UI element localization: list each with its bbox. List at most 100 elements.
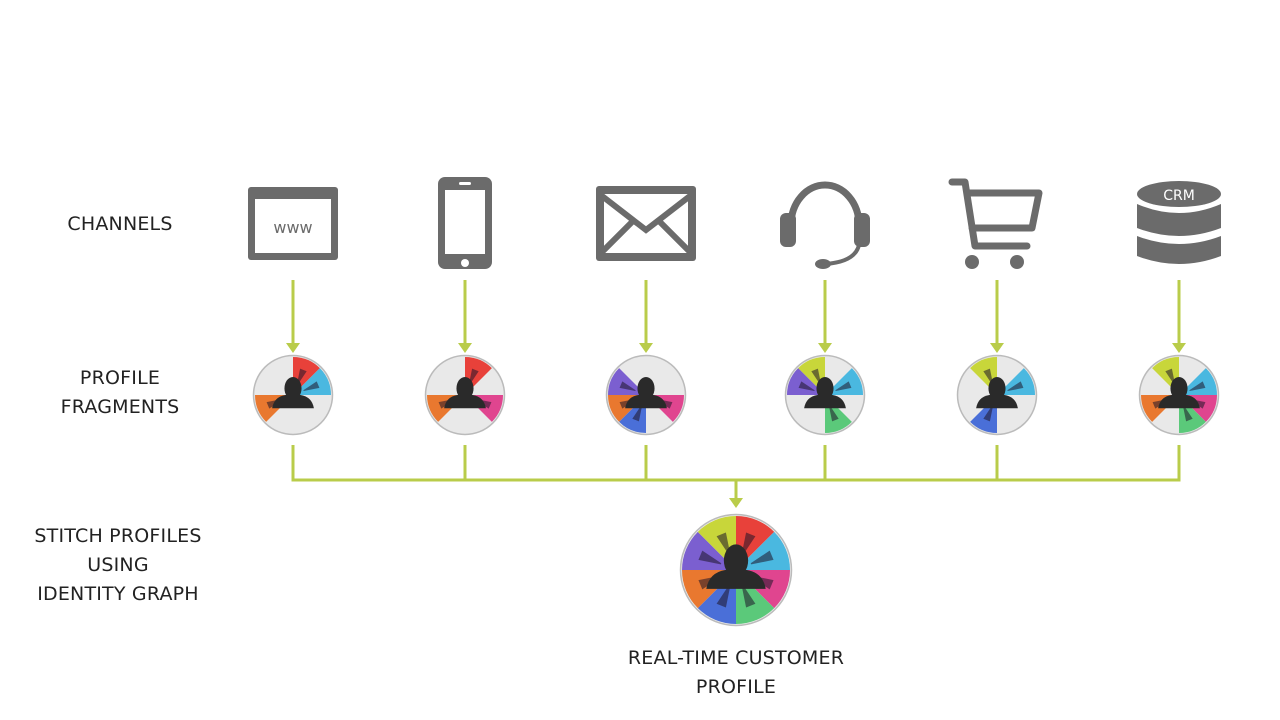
browser-viewport — [255, 199, 331, 253]
wheel-segment — [682, 531, 736, 570]
label-line: FRAGMENTS — [60, 396, 180, 418]
headband — [787, 181, 863, 226]
envelope-flap — [599, 193, 693, 255]
person-shoulders — [706, 570, 766, 589]
arrow-head — [818, 343, 832, 353]
arrow-head — [286, 343, 300, 353]
db-middle — [1137, 204, 1221, 236]
person-head — [816, 376, 834, 400]
channel-arrow — [458, 280, 472, 353]
wheel-spoke — [716, 532, 731, 556]
envelope-inner — [604, 194, 688, 253]
mic-arm — [824, 244, 861, 266]
channel-arrow — [1172, 280, 1186, 353]
person-shoulders — [1158, 395, 1200, 409]
channel-arrow — [818, 280, 832, 353]
headset-icon — [780, 181, 870, 269]
wheel-segment — [825, 368, 863, 395]
person-head — [988, 376, 1006, 400]
person-shoulders — [625, 395, 667, 409]
wheel-spoke — [1182, 405, 1193, 422]
ear-left — [780, 213, 796, 247]
wheel-spoke — [468, 368, 479, 385]
cart-wheel — [1010, 255, 1024, 269]
wheel-spoke — [741, 532, 756, 556]
channel-arrow — [990, 280, 1004, 353]
wheel-spoke — [983, 368, 994, 385]
wheel-spoke — [303, 381, 320, 392]
label-channels: CHANNELS — [67, 213, 173, 235]
wheel-spoke — [1007, 381, 1024, 392]
www-text: www — [273, 218, 312, 237]
person-shoulders — [272, 395, 314, 409]
profile-fragment — [252, 354, 334, 436]
label-line: STITCH PROFILES — [34, 525, 202, 547]
wheel-spoke — [1189, 381, 1206, 392]
wheel-spoke — [632, 405, 643, 422]
profile-fragment — [605, 354, 687, 436]
label-stitch-profiles: STITCH PROFILES USING IDENTITY GRAPH — [18, 522, 218, 609]
profile-fragment — [424, 354, 506, 436]
channel-arrow — [286, 280, 300, 353]
crm-text: CRM — [1163, 188, 1195, 204]
profile-fragment — [956, 354, 1038, 436]
wheel-spoke — [698, 550, 722, 565]
db-bottom — [1137, 236, 1221, 264]
ear-right — [854, 213, 870, 247]
wheel-spoke — [798, 381, 815, 392]
crm-database-icon: CRM — [1137, 181, 1221, 264]
arrow-head — [990, 343, 1004, 353]
label-line: IDENTITY GRAPH — [37, 583, 199, 605]
arrow-head — [639, 343, 653, 353]
wheel-spoke — [828, 405, 839, 422]
label-real-time-profile: REAL-TIME CUSTOMER PROFILE — [586, 644, 886, 702]
wheel-segment — [736, 531, 790, 570]
cart-frame — [948, 178, 1043, 250]
wheel-spoke — [619, 381, 636, 392]
person-head — [723, 544, 749, 577]
db-top — [1137, 181, 1221, 207]
wheel-spoke — [741, 584, 756, 608]
wheel-spoke — [750, 550, 774, 565]
arrow-head — [729, 498, 743, 508]
wheel-segment — [293, 368, 331, 395]
wheel-spoke — [835, 381, 852, 392]
profile-fragment — [1138, 354, 1220, 436]
phone-button — [461, 259, 469, 267]
person-shoulders — [804, 395, 846, 409]
person-shoulders — [444, 395, 486, 409]
merge-arrow — [729, 480, 743, 508]
person-shoulders — [976, 395, 1018, 409]
label-line: PROFILE — [79, 367, 161, 389]
email-envelope-icon — [596, 186, 696, 261]
mic — [815, 259, 831, 269]
label-line: REAL-TIME CUSTOMER — [627, 647, 845, 669]
channel-arrow — [639, 280, 653, 353]
arrow-head — [1172, 343, 1186, 353]
wheel-spoke — [983, 405, 994, 422]
label-profile-fragments: PROFILE FRAGMENTS — [40, 364, 200, 422]
arrow-head — [458, 343, 472, 353]
wheel-spoke — [716, 584, 731, 608]
wheel-spoke — [1165, 368, 1176, 385]
person-head — [284, 376, 302, 400]
wheel-segment — [997, 368, 1035, 395]
wheel-spoke — [296, 368, 307, 385]
person-head — [637, 376, 655, 400]
wheel-segment — [787, 368, 825, 395]
web-browser-icon: www — [248, 187, 338, 260]
phone-speaker — [459, 182, 471, 185]
label-line: PROFILE — [695, 676, 777, 698]
wheel-segment — [608, 368, 646, 395]
real-time-customer-profile-wheel — [679, 513, 793, 627]
label-line: USING — [87, 554, 149, 576]
profile-fragment — [784, 354, 866, 436]
shopping-cart-icon — [948, 178, 1043, 269]
phone-screen — [445, 190, 485, 254]
wheel-segment — [1179, 368, 1217, 395]
person-head — [456, 376, 474, 400]
cart-wheel — [965, 255, 979, 269]
mobile-phone-icon — [438, 177, 492, 269]
wheel-spoke — [811, 368, 822, 385]
